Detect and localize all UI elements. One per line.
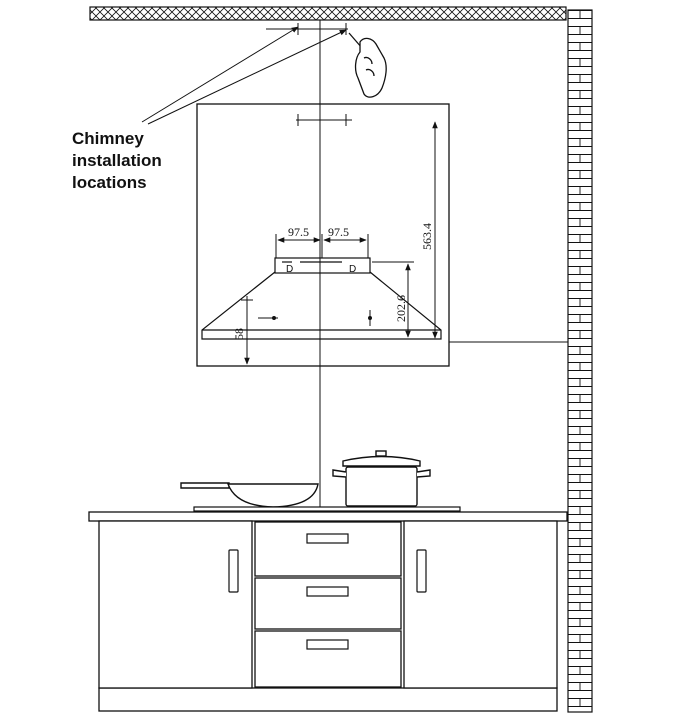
screw-marks [258, 310, 372, 326]
callout-line-1: Chimney [72, 129, 144, 148]
callout-leader-lines [141, 26, 347, 125]
hand-pencil-icon [348, 32, 387, 98]
drawer-handle-top [306, 533, 349, 544]
drawer-handle-middle [306, 586, 349, 597]
right-spacing-label: 97.5 [328, 225, 349, 239]
upper-mount-marks [296, 114, 352, 126]
callout-line-2: installation [72, 151, 162, 170]
door-handle-right [416, 549, 427, 593]
ceiling-mount-marks [266, 23, 348, 35]
brick-wall [567, 9, 593, 713]
cabinet-base [98, 687, 558, 712]
hood-height-label: 202.6 [394, 295, 408, 322]
drawer-handle-bottom [306, 639, 349, 650]
hood-frame [196, 103, 450, 367]
cooktop [193, 506, 461, 512]
countertop [88, 511, 568, 522]
bracket-mark-right: D [349, 264, 356, 275]
hood-height-dim [372, 261, 414, 338]
bracket-spacing-dims [275, 234, 369, 258]
wok-icon [180, 482, 319, 508]
left-spacing-label: 97.5 [288, 225, 309, 239]
cabinet-door-left [98, 520, 253, 689]
pot-icon [332, 450, 431, 507]
bracket-mark-left: D [286, 264, 293, 275]
callout-line-3: locations [72, 173, 147, 192]
door-handle-left [228, 549, 239, 593]
lower-height-label: 58 [232, 328, 246, 340]
ceiling-slab [89, 6, 567, 21]
total-height-label: 563.4 [420, 223, 434, 250]
drawer-top [254, 521, 402, 577]
drawer-middle [254, 577, 402, 630]
cabinet-door-right [403, 520, 558, 689]
